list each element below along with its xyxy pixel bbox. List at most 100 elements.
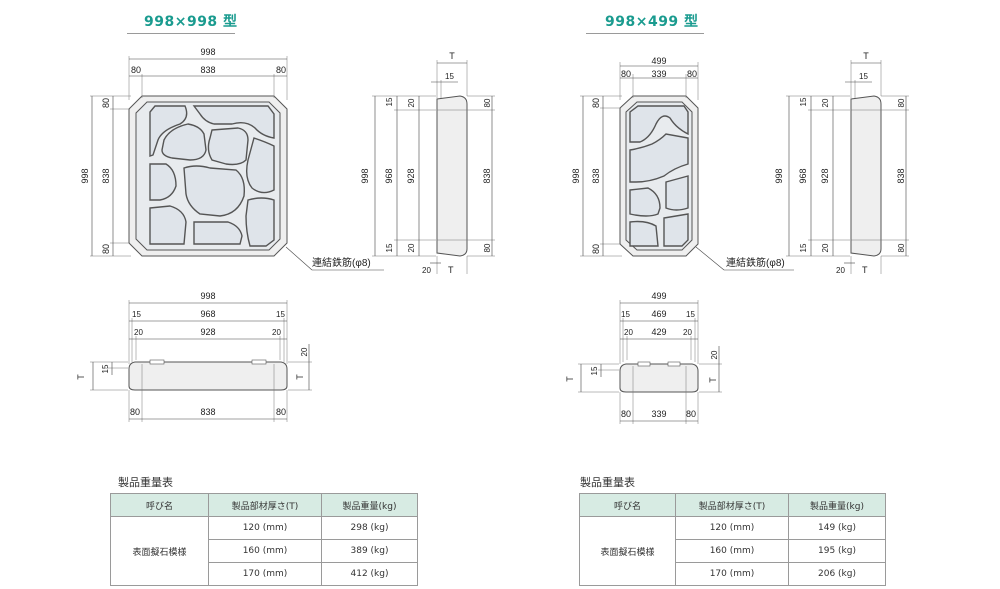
thickness-cell: 120 (mm): [675, 516, 789, 540]
side-928: 928: [820, 168, 830, 183]
side-total-height: 998: [360, 168, 370, 183]
bottom-right-20: 20: [710, 350, 719, 359]
bottom-20-left: 20: [624, 328, 633, 337]
front-view: [619, 95, 699, 257]
product-name-cell: 表面擬石模様: [110, 516, 209, 586]
bottom-view: 499 15 469 15 20 429 20 T 15 20 T: [565, 291, 722, 424]
front-height-dimensions: 998 80 838 80: [80, 95, 131, 257]
dim-total-width: 998: [200, 47, 215, 57]
bottom-right-20: 20: [300, 347, 309, 356]
side-838: 838: [482, 168, 492, 183]
weight-table-caption: 製品重量表: [580, 476, 635, 489]
bottom-80-right: 80: [276, 407, 286, 417]
bottom-right-t: T: [708, 377, 718, 383]
side-20-bottom: 20: [407, 243, 416, 252]
bottom-left-t: T: [76, 374, 86, 380]
bottom-928: 928: [200, 327, 215, 337]
thickness-cell: 170 (mm): [675, 562, 789, 586]
technical-drawing: 499 80 339 80 998 80 838 80 連結鉄筋(φ8): [565, 51, 909, 424]
side-80-bottom: 80: [897, 243, 906, 252]
weight-cell: 195 (kg): [788, 539, 886, 563]
side-80-top: 80: [897, 98, 906, 107]
rebar-label: 連結鉄筋(φ8): [726, 256, 785, 269]
bottom-left-15: 15: [590, 366, 599, 375]
dim-height-mid: 838: [591, 168, 601, 183]
bottom-80-right: 80: [686, 409, 696, 419]
bottom-469: 469: [651, 309, 666, 319]
table-row: 表面擬石模様 120 (mm) 298 (kg): [110, 516, 418, 586]
table-row: 170 (mm) 206 (kg): [580, 562, 886, 586]
drawing-title: 998×499 型: [605, 14, 699, 30]
bottom-968: 968: [200, 309, 215, 319]
dim-height-mid: 838: [101, 168, 111, 183]
bottom-total-width: 499: [651, 291, 666, 301]
thickness-cell: 160 (mm): [208, 539, 322, 563]
bottom-15-left: 15: [132, 310, 141, 319]
side-15-bottom: 15: [385, 243, 394, 252]
side-thickness-label: T: [863, 51, 869, 61]
table-row: 表面擬石模様 120 (mm) 149 (kg): [579, 516, 886, 586]
bottom-20-right: 20: [272, 328, 281, 337]
rebar-label: 連結鉄筋(φ8): [312, 256, 371, 269]
weight-cell: 149 (kg): [788, 516, 886, 540]
weight-table: 呼び名 製品部材厚さ(T) 製品重量(kg) 表面擬石模様 120 (mm) 1…: [579, 493, 886, 586]
side-80-bottom: 80: [483, 243, 492, 252]
rebar-callout: 連結鉄筋(φ8): [695, 246, 794, 271]
side-bottom-20: 20: [422, 266, 431, 275]
side-bottom-t: T: [448, 265, 454, 275]
table-row: 170 (mm) 412 (kg): [111, 562, 418, 586]
bottom-339: 339: [651, 409, 666, 419]
weight-table: 呼び名 製品部材厚さ(T) 製品重量(kg) 表面擬石模様 120 (mm) 2…: [110, 493, 418, 586]
thickness-cell: 160 (mm): [675, 539, 789, 563]
header-thickness: 製品部材厚さ(T): [208, 493, 322, 517]
table-header-row: 呼び名 製品部材厚さ(T) 製品重量(kg): [579, 493, 886, 517]
side-15-top: 15: [385, 97, 394, 106]
side-20-top: 20: [821, 98, 830, 107]
panel-998x998: 998×998 型 998 80 838: [76, 14, 495, 586]
bottom-view: 998 15 968 15 20 928 20 T 15 20 T: [76, 291, 312, 422]
side-80-top: 80: [483, 98, 492, 107]
dim-width-right: 80: [687, 69, 697, 79]
bottom-left-15: 15: [101, 364, 110, 373]
bottom-15-right: 15: [686, 310, 695, 319]
side-928: 928: [406, 168, 416, 183]
side-15-top: 15: [799, 97, 808, 106]
bottom-20-right: 20: [683, 328, 692, 337]
dim-height-bottom: 80: [591, 244, 601, 254]
thickness-cell: 170 (mm): [208, 562, 322, 586]
bottom-15-left: 15: [621, 310, 630, 319]
thickness-cell: 120 (mm): [208, 516, 322, 540]
front-height-dimensions: 998 80 838 80: [571, 95, 622, 257]
weight-cell: 389 (kg): [321, 539, 418, 563]
side-thickness-label: T: [449, 51, 455, 61]
dim-height-top: 80: [101, 98, 111, 108]
side-15-label: 15: [445, 72, 454, 81]
bottom-right-t: T: [295, 374, 305, 380]
dim-height-bottom: 80: [101, 244, 111, 254]
bottom-20-left: 20: [134, 328, 143, 337]
side-total-height: 998: [774, 168, 784, 183]
table-header-row: 呼び名 製品部材厚さ(T) 製品重量(kg): [110, 493, 418, 517]
side-view: T 15 998 15 968 15 20 928 20 80 838: [360, 51, 495, 275]
dim-total-height: 998: [80, 168, 90, 183]
dim-height-top: 80: [591, 98, 601, 108]
side-15-bottom: 15: [799, 243, 808, 252]
weight-cell: 412 (kg): [321, 562, 418, 586]
side-968: 968: [798, 168, 808, 183]
bottom-total-width: 998: [200, 291, 215, 301]
header-weight: 製品重量(kg): [321, 493, 418, 517]
header-name: 呼び名: [110, 493, 209, 517]
dim-total-width: 499: [651, 56, 666, 66]
dim-total-height: 998: [571, 168, 581, 183]
bottom-429: 429: [651, 327, 666, 337]
title-underline: [127, 33, 235, 34]
drawing-title: 998×998 型: [144, 14, 238, 30]
side-968: 968: [384, 168, 394, 183]
side-15-label: 15: [859, 72, 868, 81]
weight-cell: 206 (kg): [788, 562, 886, 586]
header-name: 呼び名: [579, 493, 676, 517]
dim-width-right: 80: [276, 65, 286, 75]
side-20-top: 20: [407, 98, 416, 107]
technical-drawing: 998 80 838 80 998 80 838 80 連結鉄筋(φ8): [76, 47, 495, 422]
front-view: [128, 95, 288, 257]
